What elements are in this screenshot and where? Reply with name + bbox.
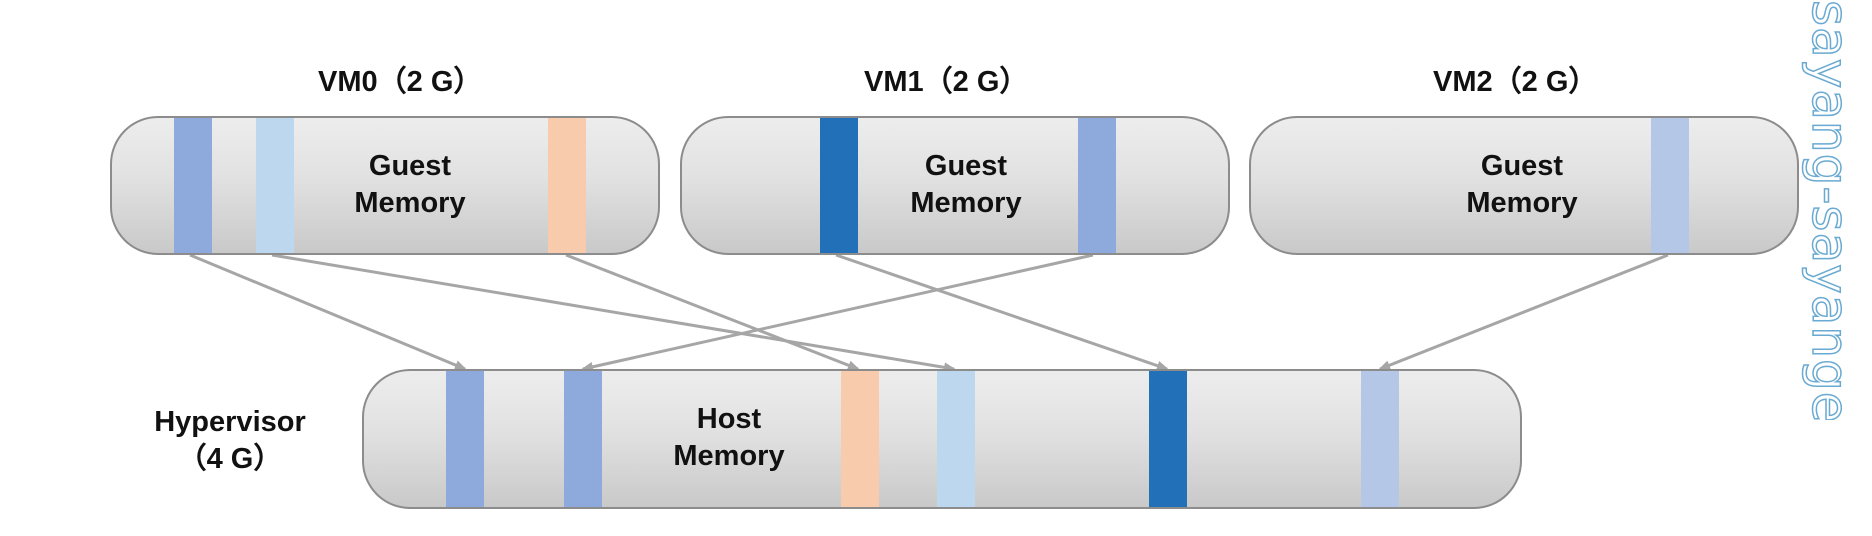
vm0-page-1 <box>174 118 212 253</box>
vm1-page-2 <box>1078 118 1116 253</box>
vm1-guest-memory <box>680 116 1230 255</box>
vm0-label: VM0（2 G） <box>318 66 483 98</box>
vm0-page-2 <box>256 118 294 253</box>
vm2-guest-memory <box>1249 116 1799 255</box>
host-memory <box>362 369 1522 509</box>
host-page-6 <box>1361 371 1399 507</box>
host-page-3 <box>841 371 879 507</box>
host-page-5 <box>1149 371 1187 507</box>
host-page-1 <box>446 371 484 507</box>
host-page-2 <box>564 371 602 507</box>
vm1-label: VM1（2 G） <box>864 66 1029 98</box>
hypervisor-label: Hypervisor（4 G） <box>154 406 306 475</box>
arrow-vm0-p2-to-host-p4 <box>271 253 956 373</box>
vm2-label: VM2（2 G） <box>1433 66 1598 98</box>
arrow-vm1-p2-to-host-p2 <box>581 253 1094 372</box>
vm0-page-3 <box>548 118 586 253</box>
vm2-page-1 <box>1651 118 1689 253</box>
vm0-guest-memory <box>110 116 660 255</box>
arrow-vm0-p3-to-host-p3 <box>565 253 860 371</box>
arrow-vm0-p1-to-host-p1 <box>189 253 467 371</box>
watermark: sayang-sayange <box>1800 0 1860 420</box>
arrow-vm1-p1-to-host-p5 <box>835 253 1169 371</box>
arrow-vm2-p1-to-host-p6 <box>1378 253 1669 371</box>
vm1-page-1 <box>820 118 858 253</box>
host-page-4 <box>937 371 975 507</box>
